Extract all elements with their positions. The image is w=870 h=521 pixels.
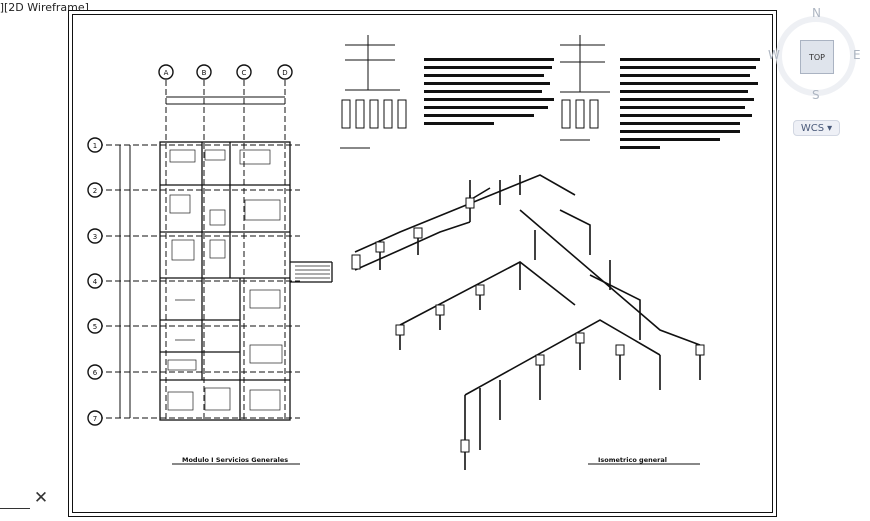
viewport-label[interactable]: op][2D Wireframe]	[0, 1, 89, 14]
grid-label-c: C	[242, 69, 247, 77]
riser-diagram-2	[560, 35, 610, 141]
grid-label-5: 5	[93, 323, 97, 331]
wcs-menu[interactable]: WCS ▾	[793, 120, 840, 136]
close-icon[interactable]: ✕	[33, 488, 49, 508]
viewcube-face-label: TOP	[808, 52, 825, 62]
grid-label-7: 7	[93, 415, 97, 423]
grid-label-a: A	[164, 69, 169, 77]
grid-label-2: 2	[93, 187, 97, 195]
isometric-fittings	[351, 197, 705, 453]
iso-caption: Isometrico general	[598, 456, 667, 464]
wcs-label: WCS	[800, 122, 825, 134]
viewcube-top-face[interactable]: TOP	[800, 40, 834, 74]
grid-label-b: B	[202, 69, 207, 77]
grid-label-1: 1	[93, 142, 97, 150]
notes-block-2	[620, 58, 760, 149]
viewcube-ring[interactable]	[776, 16, 856, 96]
chevron-down-icon: ▾	[827, 122, 833, 134]
grid-bubbles-top	[158, 64, 293, 80]
sheet-border	[72, 14, 773, 513]
compass-west[interactable]: W	[768, 48, 780, 62]
compass-north[interactable]: N	[812, 6, 821, 20]
floor-plan	[159, 141, 333, 421]
compass-east[interactable]: E	[853, 48, 861, 62]
grid-label-6: 6	[93, 369, 98, 377]
isometric-piping	[354, 174, 701, 470]
command-line-edge	[0, 508, 30, 509]
grid-label-3: 3	[93, 233, 97, 241]
grid-top	[97, 80, 300, 420]
drawing-sheet	[68, 10, 777, 517]
notes-block-1	[424, 58, 554, 125]
plan-caption-text: Modulo I Servicios Generales	[182, 456, 288, 464]
plan-caption: Modulo I Servicios Generales	[182, 456, 288, 464]
iso-caption-text: Isometrico general	[598, 456, 667, 464]
grid-bubbles-left	[87, 137, 103, 426]
grid-label-d: D	[282, 69, 287, 77]
viewcube[interactable]: N S E W TOP	[766, 6, 870, 106]
riser-diagram-1	[340, 35, 407, 149]
compass-south[interactable]: S	[812, 88, 820, 102]
grid-label-4: 4	[93, 278, 98, 286]
floor-plan-detail	[167, 149, 330, 411]
